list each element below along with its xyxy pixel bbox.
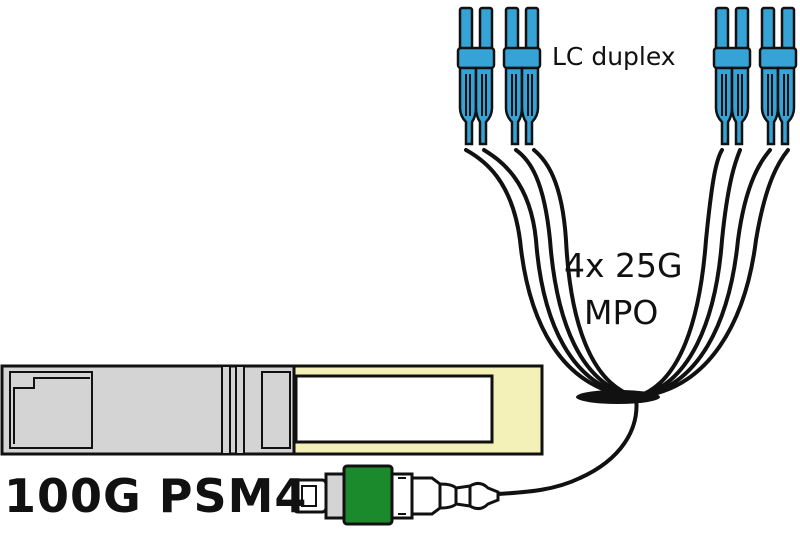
lc-duplex-connector-2 — [502, 6, 542, 146]
fanout-sleeve — [576, 390, 660, 404]
fiber-bundle — [464, 148, 790, 496]
module-name-label: 100G PSM4 — [4, 469, 308, 523]
mpo-connector — [292, 464, 500, 526]
module-body — [0, 364, 296, 456]
lc-duplex-connector-4 — [758, 6, 798, 146]
lc-duplex-connector-3 — [712, 6, 752, 146]
breakout-rate-label: 4x 25G — [564, 246, 683, 285]
qsfp-module — [0, 364, 544, 456]
lc-duplex-label: LC duplex — [552, 42, 676, 71]
lc-duplex-connector-1 — [456, 6, 496, 146]
mpo-boot — [342, 464, 394, 526]
mpo-label: MPO — [584, 293, 659, 332]
module-port-opening — [294, 374, 494, 444]
